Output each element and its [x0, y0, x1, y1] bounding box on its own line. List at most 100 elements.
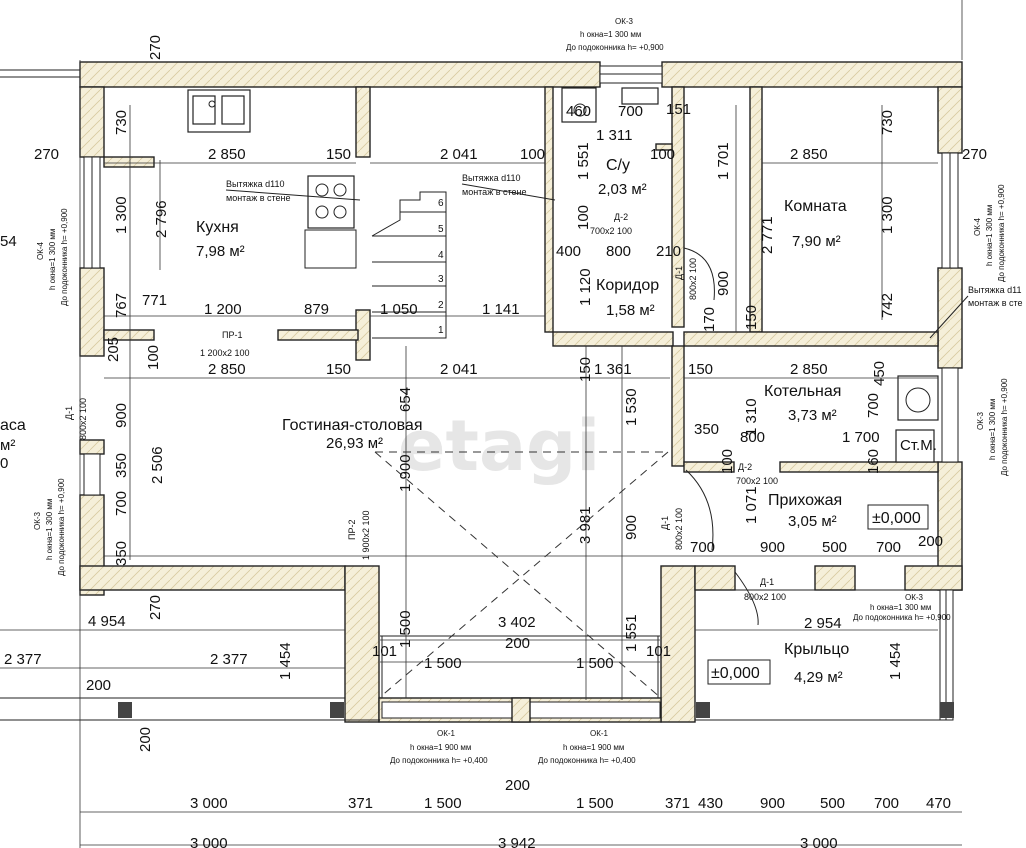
dim-1500-vertical: 1 500: [397, 610, 414, 648]
window-top-sill: До подоконника h= +0,900: [566, 43, 664, 52]
window-rt-sill: До подоконника h= +0,900: [997, 184, 1006, 282]
dim-900-hall: 900: [760, 539, 785, 556]
frag-54: 54: [0, 233, 17, 250]
bottom2-3000-right: 3 000: [800, 835, 838, 848]
bottom-371-right: 371: [665, 795, 690, 812]
dim-1300-left: 1 300: [113, 196, 130, 234]
dim-200-left-2: 200: [137, 727, 154, 752]
dim-2850-mid: 2 850: [208, 361, 246, 378]
dim-100-wc2: 100: [575, 205, 592, 230]
dim-1700: 1 700: [842, 429, 880, 446]
vent-kitchen-line2: монтаж в стене: [226, 193, 291, 203]
level-mark-hall: ±0,000: [872, 510, 921, 527]
dim-2850-boiler: 2 850: [790, 361, 828, 378]
door-d1hall-size: 800x2 100: [674, 508, 684, 550]
stair-step-1: 1: [438, 325, 444, 336]
ventilation-notes: Вытяжка d110 монтаж в стене Вытяжка d110…: [225, 173, 1023, 339]
vent-kitchen-line1: Вытяжка d110: [226, 179, 284, 189]
dim-1530: 1 530: [623, 388, 640, 426]
porch-outline: [118, 589, 954, 721]
window-lb-h: h окна=1 300 мм: [45, 499, 54, 560]
dim-200-center: 200: [505, 635, 530, 652]
dim-2850-kitchen: 2 850: [208, 146, 246, 163]
door-d2wc-code: Д-2: [614, 212, 628, 222]
dim-2506: 2 506: [149, 446, 166, 484]
dim-350-left: 350: [113, 453, 130, 478]
bottom-1500-left: 1 500: [424, 795, 462, 812]
stair-step-5: 5: [438, 224, 444, 235]
dim-1900: 1 900: [397, 454, 414, 492]
terrace-name: аса: [0, 417, 26, 434]
room-hall-area: 3,05 м²: [788, 513, 837, 530]
dim-150-mid: 150: [326, 361, 351, 378]
dim-101-left: 101: [372, 643, 397, 660]
stair-step-3: 3: [438, 274, 444, 285]
room-hall-name: Прихожая: [768, 492, 842, 509]
vent-living-line1: Вытяжка d110: [462, 173, 520, 183]
terrace-area: м²: [0, 437, 15, 454]
dim-150-living: 150: [577, 357, 594, 382]
door-pr2-code: ПР-2: [347, 520, 357, 540]
room-wc-area: 2,03 м²: [598, 181, 647, 198]
window-lb-sill: До подоконника h= +0,900: [57, 478, 66, 576]
stove: [304, 175, 357, 269]
dim-2041-top: 2 041: [440, 146, 478, 163]
window-rm-h: h окна=1 300 мм: [988, 399, 997, 460]
dim-151: 151: [666, 101, 691, 118]
kitchen-sink: [187, 89, 251, 133]
dim-1071: 1 071: [743, 486, 760, 524]
vent-right-line2: монтаж в сте: [968, 298, 1023, 308]
window-porch-sill: До подоконника h= +0,900: [853, 613, 951, 622]
window-lb-code: ОК-3: [33, 511, 42, 530]
room-bedroom-area: 7,90 м²: [792, 233, 841, 250]
bottom-200: 200: [505, 777, 530, 794]
door-d1porch-code: Д-1: [760, 577, 774, 587]
dashed-lines: [374, 247, 759, 699]
boiler-label: Ст.М.: [900, 437, 937, 454]
door-d1corr-code: Д-1: [674, 266, 684, 280]
room-corridor-name: Коридор: [596, 277, 659, 294]
window-rt-code: ОК-4: [973, 217, 982, 236]
dimension-lines: [0, 0, 963, 848]
dim-205: 205: [105, 337, 122, 362]
dim-100-hall: 100: [719, 449, 736, 474]
bottom-430: 430: [698, 795, 723, 812]
dim-2771: 2 771: [759, 216, 776, 254]
dim-210: 210: [656, 243, 681, 260]
room-kitchen-name: Кухня: [196, 219, 239, 236]
dim-3981: 3 981: [577, 506, 594, 544]
staircase: 1 2 3 4 5 6: [371, 191, 447, 339]
window-br-h: h окна=1 900 мм: [563, 743, 624, 752]
room-porch-area: 4,29 м²: [794, 669, 843, 686]
bottom-700: 700: [874, 795, 899, 812]
boiler-unit: Ст.М.: [895, 375, 939, 463]
dim-1500-b: 1 500: [576, 655, 614, 672]
window-porch-code: ОК-3: [905, 593, 924, 602]
dim-1361: 1 361: [594, 361, 632, 378]
dim-1551-living: 1 551: [623, 614, 640, 652]
dim-742: 742: [879, 293, 896, 318]
dim-1300-right: 1 300: [879, 196, 896, 234]
dim-900-living: 900: [623, 515, 640, 540]
dim-700-hall-b: 700: [876, 539, 901, 556]
bottom2-3942: 3 942: [498, 835, 536, 848]
dim-2850-room: 2 850: [790, 146, 828, 163]
dim-700-boiler: 700: [865, 393, 882, 418]
dim-2796: 2 796: [153, 200, 170, 238]
dim-700-hall-a: 700: [690, 539, 715, 556]
dim-1200: 1 200: [204, 301, 242, 318]
window-rt-h: h окна=1 300 мм: [985, 205, 994, 266]
dim-2377-a: 2 377: [4, 651, 42, 668]
bottom-900: 900: [760, 795, 785, 812]
dim-200-left: 200: [86, 677, 111, 694]
dim-1120: 1 120: [577, 268, 594, 306]
room-wc-name: С/у: [606, 157, 630, 174]
room-corridor-area: 1,58 м²: [606, 302, 655, 319]
window-top-code: ОК-3: [615, 17, 634, 26]
dim-900-corr: 900: [715, 271, 732, 296]
dim-460: 460: [566, 103, 591, 120]
door-d1left-size: 800x2 100: [78, 398, 88, 440]
dim-1141: 1 141: [482, 301, 520, 318]
dim-771: 771: [142, 292, 167, 309]
